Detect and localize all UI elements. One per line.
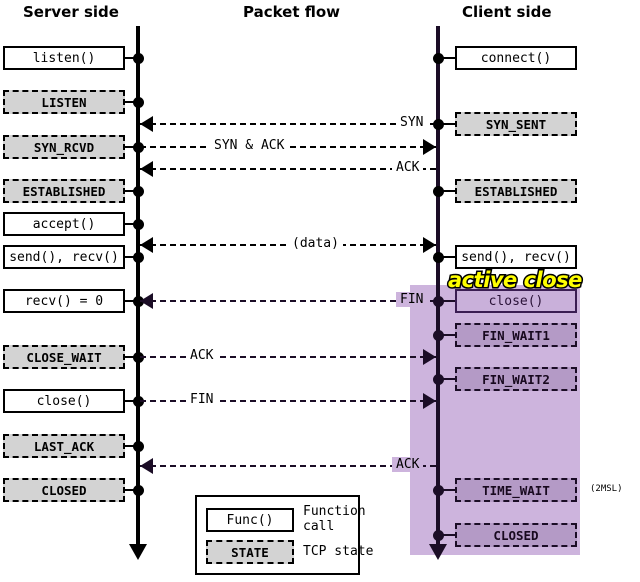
header-server-side: Server side	[23, 3, 119, 21]
client-timeline-dot	[432, 251, 444, 263]
packet-line	[140, 300, 436, 302]
server-stub	[125, 445, 138, 447]
header-packet-flow: Packet flow	[243, 3, 341, 21]
client-stub	[438, 334, 455, 336]
packet-arrowhead-left	[140, 458, 153, 474]
client-node-established[interactable]: ESTABLISHED	[455, 179, 577, 203]
packet-arrowhead-right	[423, 139, 436, 155]
client-timeline-arrowhead	[429, 544, 447, 560]
client-timeline-dot	[432, 295, 444, 307]
client-node-fin-wait1[interactable]: FIN_WAIT1	[455, 323, 577, 347]
server-timeline-dot	[132, 96, 144, 108]
client-stub	[438, 123, 455, 125]
server-timeline-dot	[132, 185, 144, 197]
client-timeline-dot	[432, 185, 444, 197]
server-stub	[125, 57, 138, 59]
client-timeline-dot	[432, 329, 444, 341]
server-timeline-dot	[132, 484, 144, 496]
server-timeline-dot	[132, 295, 144, 307]
client-timeline	[436, 26, 440, 546]
server-stub	[125, 101, 138, 103]
client-stub	[438, 300, 455, 302]
packet-line	[140, 465, 436, 467]
client-timeline-dot	[432, 484, 444, 496]
client-stub	[438, 190, 455, 192]
server-node-close-wait[interactable]: CLOSE_WAIT	[3, 345, 125, 369]
client-timeline-dot	[432, 529, 444, 541]
packet-arrowhead-right	[423, 237, 436, 253]
client-node-close[interactable]: close()	[455, 289, 577, 313]
client-timeline-dot	[432, 52, 444, 64]
packet-arrowhead-left	[140, 116, 153, 132]
server-node-accept[interactable]: accept()	[3, 212, 125, 236]
packet-label: ACK	[186, 348, 218, 363]
server-timeline-dot	[132, 251, 144, 263]
two-msl-note: (2MSL)	[590, 484, 623, 494]
legend-state-desc: TCP state	[303, 544, 374, 559]
packet-line	[140, 356, 436, 358]
packet-arrowhead-left	[140, 237, 153, 253]
legend-func-sample: Func()	[206, 508, 294, 532]
header-client-side: Client side	[462, 3, 552, 21]
server-stub	[125, 190, 138, 192]
server-timeline-dot	[132, 395, 144, 407]
packet-arrowhead-right	[423, 393, 436, 409]
packet-line	[140, 168, 436, 170]
server-timeline-dot	[132, 351, 144, 363]
client-timeline-dot	[432, 118, 444, 130]
client-node-fin-wait2[interactable]: FIN_WAIT2	[455, 367, 577, 391]
packet-label: ACK	[392, 160, 424, 175]
server-node-last-ack[interactable]: LAST_ACK	[3, 434, 125, 458]
server-timeline-dot	[132, 218, 144, 230]
client-node-syn-sent[interactable]: SYN_SENT	[455, 112, 577, 136]
packet-label: SYN	[396, 115, 428, 130]
server-stub	[125, 256, 138, 258]
server-stub	[125, 356, 138, 358]
legend-func-desc: Function call	[303, 504, 366, 534]
server-stub	[125, 300, 138, 302]
packet-arrowhead-left	[140, 161, 153, 177]
client-timeline-dot	[432, 373, 444, 385]
packet-label: ACK	[392, 457, 424, 472]
packet-label: FIN	[396, 292, 428, 307]
packet-arrowhead-right	[423, 349, 436, 365]
client-stub	[438, 378, 455, 380]
server-node-recv-0[interactable]: recv() = 0	[3, 289, 125, 313]
client-node-time-wait[interactable]: TIME_WAIT	[455, 478, 577, 502]
server-timeline	[136, 26, 140, 546]
server-stub	[125, 223, 138, 225]
server-stub	[125, 146, 138, 148]
server-stub	[125, 400, 138, 402]
server-stub	[125, 489, 138, 491]
client-stub	[438, 534, 455, 536]
client-stub	[438, 57, 455, 59]
client-node-connect[interactable]: connect()	[455, 46, 577, 70]
server-timeline-dot	[132, 52, 144, 64]
client-stub	[438, 489, 455, 491]
server-node-send-recv[interactable]: send(), recv()	[3, 245, 125, 269]
client-node-closed[interactable]: CLOSED	[455, 523, 577, 547]
active-close-annotation: active close	[447, 267, 584, 294]
server-node-established[interactable]: ESTABLISHED	[3, 179, 125, 203]
legend-state-sample: STATE	[206, 540, 294, 564]
server-node-close[interactable]: close()	[3, 389, 125, 413]
client-stub	[438, 256, 455, 258]
packet-label: (data)	[288, 236, 343, 251]
packet-line	[140, 123, 436, 125]
server-node-syn-rcvd[interactable]: SYN_RCVD	[3, 135, 125, 159]
packet-arrowhead-left	[140, 293, 153, 309]
server-timeline-dot	[132, 440, 144, 452]
server-node-listen[interactable]: LISTEN	[3, 90, 125, 114]
server-node-listen[interactable]: listen()	[3, 46, 125, 70]
packet-line	[140, 400, 436, 402]
packet-label: FIN	[186, 392, 218, 407]
client-node-send-recv[interactable]: send(), recv()	[455, 245, 577, 269]
server-timeline-arrowhead	[129, 544, 147, 560]
server-node-closed[interactable]: CLOSED	[3, 478, 125, 502]
server-timeline-dot	[132, 141, 144, 153]
packet-label: SYN & ACK	[210, 138, 289, 153]
